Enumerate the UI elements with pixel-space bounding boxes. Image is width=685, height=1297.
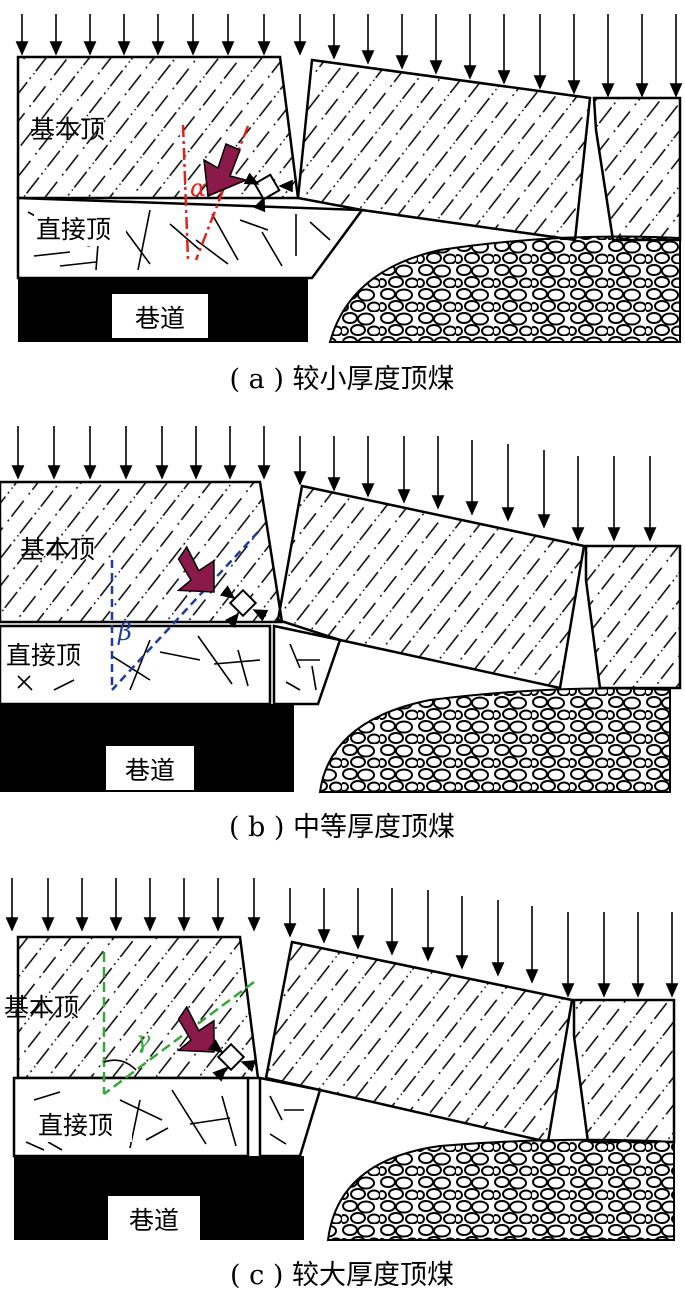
caption-b: ( b ) 中等厚度顶煤	[229, 812, 455, 843]
caption-a: ( a ) 较小厚度顶煤	[230, 364, 455, 395]
main-roof-label-b: 基本顶	[20, 535, 95, 564]
panel-b: 巷道 基本顶 直接顶 β ( b ) 中等厚度顶煤	[0, 426, 682, 843]
angle-arc-c	[103, 1059, 137, 1071]
gob-a	[328, 235, 681, 343]
top-coal-fragment-c	[258, 1076, 322, 1158]
roadway-label-box-b	[106, 746, 194, 790]
force-arrow-c	[176, 1005, 215, 1053]
roof-cracks-b	[17, 635, 320, 691]
main-roof-block-right-b	[584, 544, 682, 690]
top-coal-fragment-b	[272, 624, 342, 706]
force-arrow-a	[203, 142, 249, 198]
gob-c	[326, 1138, 675, 1241]
load-arrows-b	[11, 426, 657, 542]
angle-line-inclined-a	[194, 125, 250, 261]
immediate-roof-label-b: 直接顶	[6, 641, 81, 670]
panel-c: 巷道 基本顶 直接顶 γ ( c ) 较大厚度顶煤	[4, 878, 679, 1291]
roadway-label-box-c	[108, 1196, 200, 1240]
main-roof-block-right-a	[592, 96, 682, 242]
force-arrow-b	[176, 545, 215, 593]
panel-a: 巷道 基本顶 直接顶 α ( a ) 较小厚度顶煤	[15, 14, 683, 395]
angle-symbol-a: α	[190, 174, 206, 202]
roof-cracks-c	[25, 1089, 304, 1151]
immediate-roof-label-a: 直接顶	[36, 215, 111, 244]
angle-line-inclined-c	[103, 980, 255, 1096]
angle-symbol-c: γ	[136, 1026, 151, 1054]
main-roof-block-middle-a	[296, 58, 592, 242]
angle-line-inclined-b	[111, 531, 259, 691]
hinge-element-b	[228, 588, 258, 618]
angle-symbol-b: β	[117, 618, 132, 646]
roadway-label-c: 巷道	[129, 1206, 179, 1235]
roadway-label-box-a	[112, 294, 208, 338]
main-roof-block-middle-c	[264, 940, 574, 1144]
roadway-label-a: 巷道	[135, 304, 185, 333]
immediate-roof-label-c: 直接顶	[38, 1111, 113, 1140]
roadway-label-b: 巷道	[125, 756, 175, 785]
load-arrows-a	[15, 14, 683, 98]
hinge-element-c	[216, 1042, 246, 1072]
load-arrows-c	[5, 878, 679, 998]
main-roof-label-c: 基本顶	[4, 993, 79, 1022]
main-roof-block-right-c	[572, 998, 676, 1144]
hinge-element-a	[253, 173, 281, 201]
caption-c: ( c ) 较大厚度顶煤	[230, 1260, 454, 1291]
main-roof-block-middle-b	[276, 484, 586, 690]
main-roof-label-a: 基本顶	[30, 115, 105, 144]
gob-b	[318, 687, 671, 793]
